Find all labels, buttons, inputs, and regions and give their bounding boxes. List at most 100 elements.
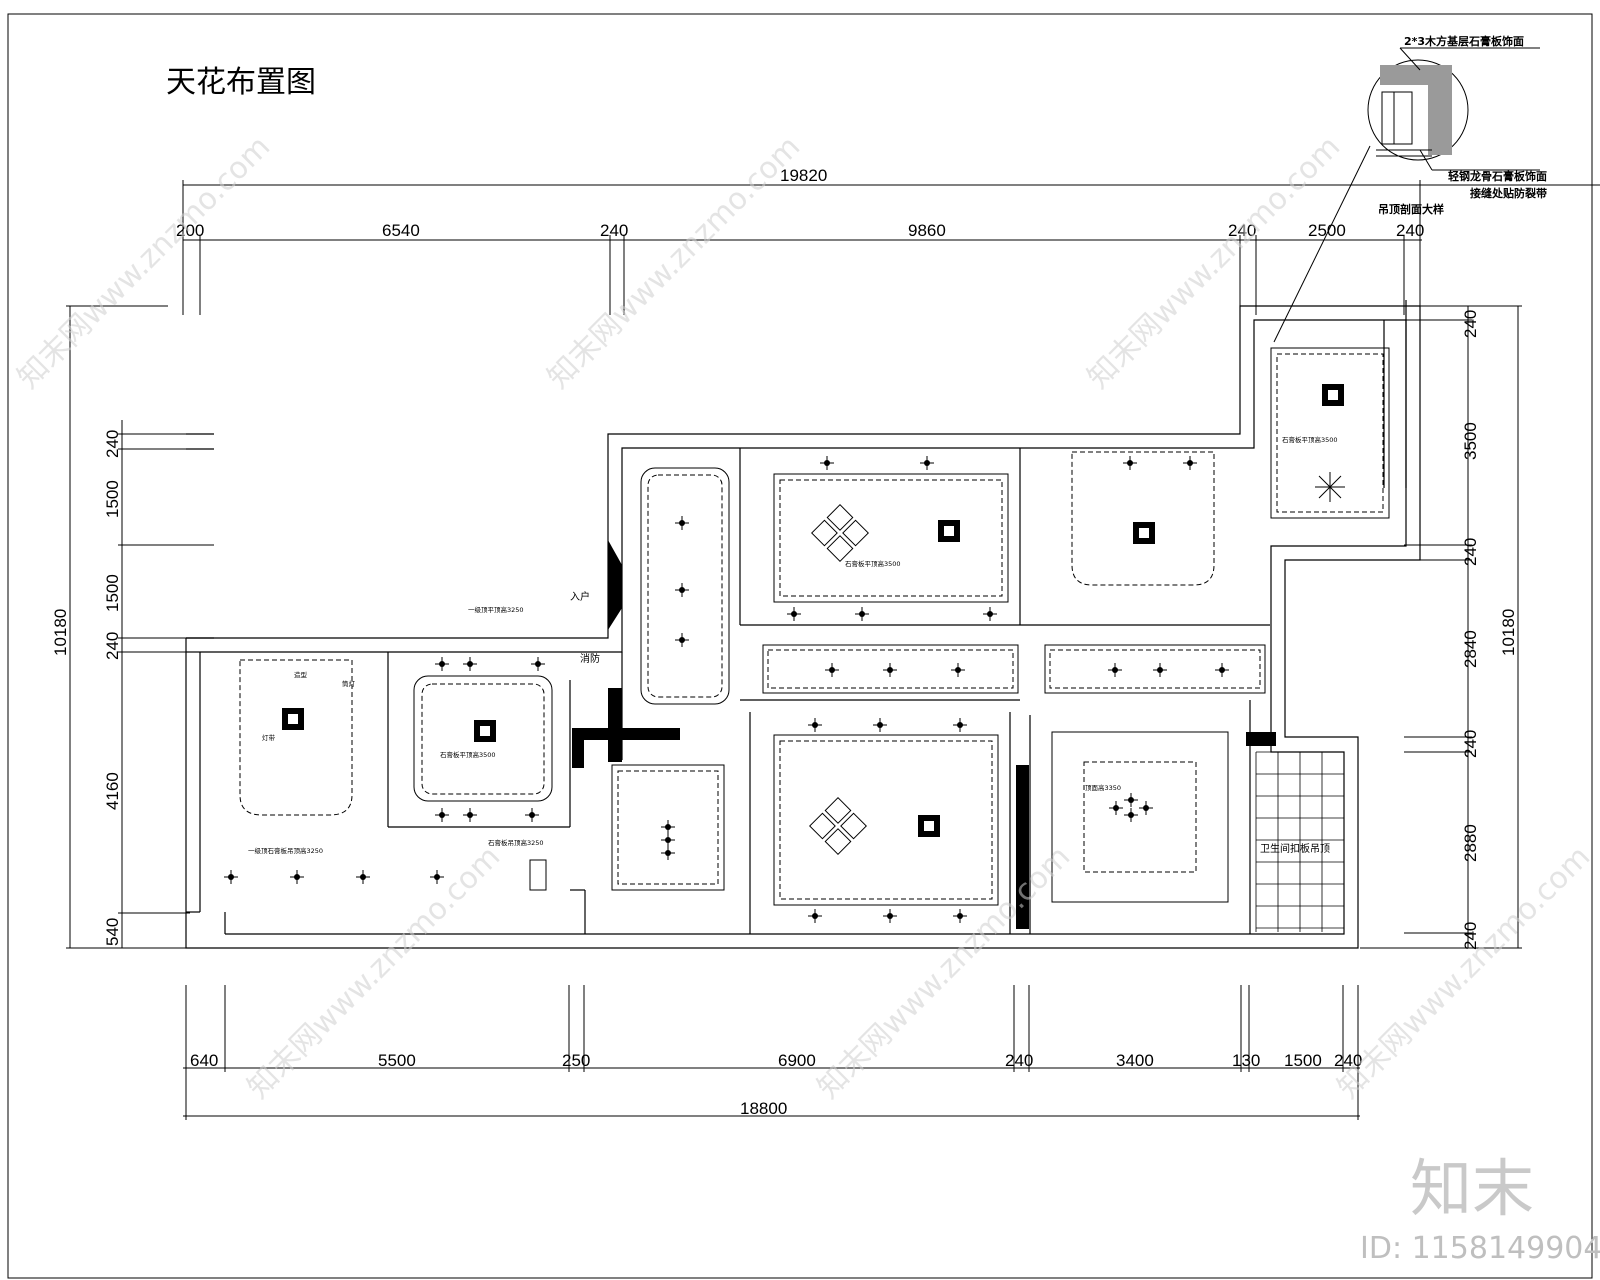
watermark-id: ID: 1158149904 (1360, 1231, 1600, 1266)
downlight-fixture (1183, 456, 1197, 470)
dim-bottom-9: 240 (1334, 1051, 1362, 1070)
downlights (224, 456, 1229, 923)
dim-right-1: 240 (1461, 310, 1480, 338)
ceiling-zones (239, 347, 1390, 906)
note-6: 石膏板吊顶高3250 (488, 838, 544, 847)
note-1: 石膏板平顶高3500 (845, 559, 901, 568)
dim-right-3: 240 (1461, 538, 1480, 566)
note-8: 灯带 (262, 733, 276, 742)
dim-top-6: 2500 (1308, 221, 1346, 240)
dim-bottom-5: 240 (1005, 1051, 1033, 1070)
downlight-fixture (675, 633, 689, 647)
downlight-fixture (661, 833, 675, 847)
downlight-fixture (675, 583, 689, 597)
downlight-fixture (435, 808, 449, 822)
note-7: 顶面高3350 (1085, 783, 1121, 792)
solid-walls (572, 540, 1276, 929)
downlight-fixture (290, 870, 304, 884)
watermarks: 知末网www.znzmo.com 知末网www.znzmo.com 知末网www… (11, 129, 1597, 1105)
downlight-fixture (951, 663, 965, 677)
outer-walls (185, 300, 1421, 949)
downlight-fixture (825, 663, 839, 677)
downlight-fixture (525, 808, 539, 822)
fire-label: 消防 (580, 652, 600, 665)
downlight-fixture (430, 870, 444, 884)
downlight-fixture (787, 607, 801, 621)
dim-top-1: 200 (176, 221, 204, 240)
dim-bottom-3: 250 (562, 1051, 590, 1070)
downlight-fixture (1109, 801, 1123, 815)
dim-right-4: 2840 (1461, 630, 1480, 668)
top-dimension-lines (182, 180, 1600, 315)
downlight-fixture (873, 718, 887, 732)
note-10: 筒灯 (342, 679, 356, 688)
downlight-fixture (1124, 793, 1138, 807)
downlight-fixture (1124, 808, 1138, 822)
dim-left-4: 240 (103, 632, 122, 660)
dim-left-6: 540 (103, 918, 122, 946)
note-3: 石膏板平顶高3500 (440, 750, 496, 759)
dim-right-6: 2880 (1461, 824, 1480, 862)
dim-top-overall: 19820 (780, 166, 827, 185)
bottom-dimension-lines (183, 985, 1360, 1120)
dim-bottom-overall: 18800 (740, 1099, 787, 1118)
watermark-text-6: 知末网www.znzmo.com (1331, 839, 1597, 1105)
right-dimension-lines (1360, 305, 1522, 949)
downlight-fixture (883, 909, 897, 923)
watermark-text-5: 知末网www.znzmo.com (811, 839, 1077, 1105)
dim-right-7: 240 (1461, 922, 1480, 950)
downlight-fixture (463, 657, 477, 671)
entrance-label: 入户 (570, 590, 590, 603)
detail-label-mid2: 接缝处贴防裂带 (1470, 186, 1547, 200)
note-5: 一级顶平顶高3250 (468, 605, 524, 614)
note-4: 一级顶石膏板吊顶高3250 (248, 846, 323, 855)
dim-right-2: 3500 (1461, 422, 1480, 460)
downlight-fixture (1215, 663, 1229, 677)
drawing-title: 天花布置图 (166, 65, 316, 100)
downlight-fixture (820, 456, 834, 470)
watermark-logo: 知末 (1410, 1152, 1534, 1225)
dim-top-3: 240 (600, 221, 628, 240)
downlight-fixture (1108, 663, 1122, 677)
downlight-fixture (920, 456, 934, 470)
downlight-fixture (883, 663, 897, 677)
watermark-text-3: 知末网www.znzmo.com (1081, 129, 1347, 395)
dim-bottom-8: 1500 (1284, 1051, 1322, 1070)
downlight-fixture (435, 657, 449, 671)
downlight-fixture (675, 516, 689, 530)
watermark-text-4: 知末网www.znzmo.com (241, 839, 507, 1105)
dim-left-1: 240 (103, 430, 122, 458)
pendant-diamond (809, 504, 869, 855)
dim-bottom-1: 640 (190, 1051, 218, 1070)
downlight-fixture (1153, 663, 1167, 677)
interior-partitions (387, 448, 1270, 934)
section-detail (1273, 47, 1540, 343)
detail-label-mid: 轻钢龙骨石膏板饰面 (1448, 169, 1547, 183)
downlight-fixture (953, 718, 967, 732)
left-dimension-lines (66, 305, 214, 949)
note-2: 石膏板平顶高3500 (1282, 435, 1338, 444)
downlight-fixture (808, 718, 822, 732)
downlight-fixture (661, 820, 675, 834)
watermark-text-2: 知末网www.znzmo.com (541, 129, 807, 395)
dim-bottom-2: 5500 (378, 1051, 416, 1070)
dim-left-3: 1500 (103, 574, 122, 612)
bathroom-label: 卫生间扣板吊顶 (1260, 842, 1330, 855)
dim-left-5: 4160 (103, 772, 122, 810)
downlight-fixture (356, 870, 370, 884)
watermark-text-1: 知末网www.znzmo.com (11, 129, 277, 395)
downlight-fixture (661, 846, 675, 860)
dim-bottom-7: 130 (1232, 1051, 1260, 1070)
detail-section-label: 吊顶剖面大样 (1378, 202, 1444, 216)
dim-right-5: 240 (1461, 730, 1480, 758)
downlight-fixture (224, 870, 238, 884)
star-fixture (1315, 472, 1345, 502)
dim-top-7: 240 (1396, 221, 1424, 240)
ceiling-notes: 石膏板平顶高3500 石膏板平顶高3500 石膏板平顶高3500 一级顶石膏板吊… (248, 435, 1338, 855)
dim-bottom-6: 3400 (1116, 1051, 1154, 1070)
downlight-fixture (855, 607, 869, 621)
downlight-fixture (531, 657, 545, 671)
dim-left-overall: 10180 (51, 609, 70, 656)
downlight-fixture (808, 909, 822, 923)
